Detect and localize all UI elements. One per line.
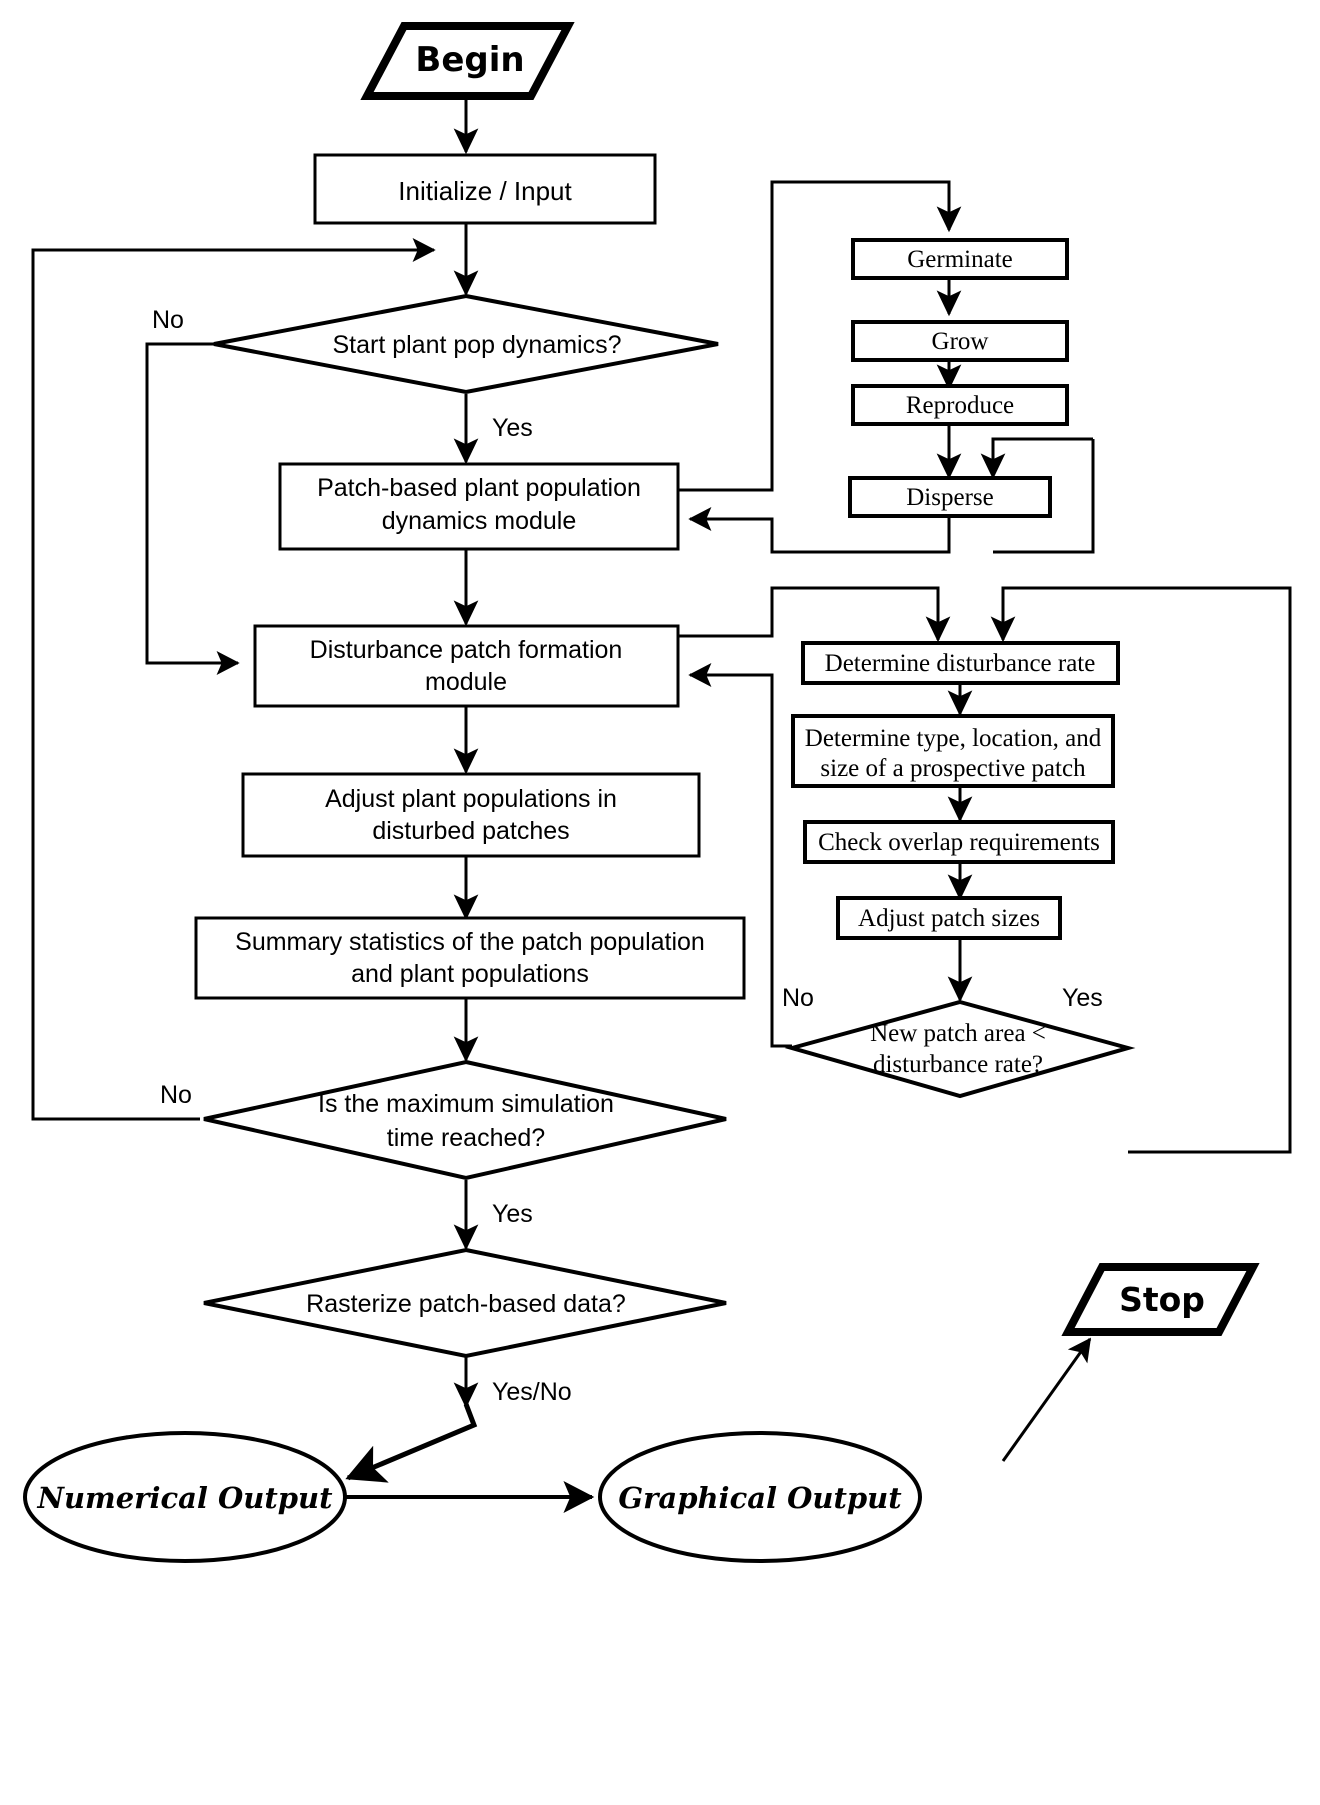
connector-patcharea-yes-loop-to-determine-rate [990, 586, 1292, 1154]
edge-label-patcharea-no: No [782, 984, 814, 1012]
connector-disperse-right-return [993, 439, 1095, 554]
disturbance-module-label-line2: module [425, 668, 507, 696]
grow-box [851, 320, 1069, 362]
adjust-populations-box [241, 772, 701, 858]
disperse-label: Disperse [906, 484, 993, 511]
process-determine-disturbance-rate[interactable]: Determine disturbance rate [801, 641, 1120, 685]
process-germinate[interactable]: Germinate [851, 238, 1069, 280]
process-determine-patch-attributes[interactable]: Determine type, location, and size of a … [791, 714, 1115, 788]
process-grow[interactable]: Grow [851, 320, 1069, 362]
reproduce-box [851, 384, 1069, 426]
edge-label-rasterize-yesno: Yes/No [492, 1378, 572, 1406]
determine-patch-label-line2: size of a prospective patch [820, 755, 1086, 782]
process-check-overlap[interactable]: Check overlap requirements [803, 820, 1115, 864]
decision-rasterize[interactable]: Rasterize patch-based data? [203, 1247, 727, 1359]
process-disperse[interactable]: Disperse [848, 476, 1052, 518]
numerical-output-ellipse [23, 1431, 347, 1563]
determine-rate-label: Determine disturbance rate [825, 650, 1096, 677]
check-overlap-label: Check overlap requirements [818, 829, 1100, 856]
initialize-label: Initialize / Input [398, 176, 572, 206]
connector-rasterize-to-numerical-output [345, 1403, 478, 1483]
patcharea-label-line2: disturbance rate? [873, 1051, 1043, 1078]
initialize-box [313, 153, 657, 225]
adjust-populations-label-line2: disturbed patches [372, 817, 569, 845]
adjust-patch-sizes-label: Adjust patch sizes [858, 905, 1040, 932]
summary-statistics-box [194, 916, 746, 1000]
connector-patcharea-no-to-disturbance-module [688, 663, 792, 1048]
terminator-stop[interactable]: Stop [1061, 1263, 1260, 1336]
maxtime-decision-diamond [203, 1059, 727, 1181]
process-plant-population-module[interactable]: Patch-based plant population dynamics mo… [278, 462, 680, 551]
decision-new-patch-area[interactable]: New patch area < disturbance rate? [784, 999, 1136, 1099]
graphical-output-label: Graphical Output [618, 1481, 902, 1515]
disturbance-module-box [253, 624, 680, 708]
terminator-begin[interactable]: Begin [360, 22, 575, 100]
stop-label: Stop [1119, 1280, 1205, 1319]
rasterize-label: Rasterize patch-based data? [306, 1290, 626, 1318]
process-adjust-plant-populations[interactable]: Adjust plant populations in disturbed pa… [241, 772, 701, 858]
determine-rate-box [801, 641, 1120, 685]
connector-plant-module-to-germinate [678, 180, 962, 492]
grow-label: Grow [932, 328, 989, 355]
summary-label-line1: Summary statistics of the patch populati… [235, 928, 705, 956]
disturbance-module-label-line1: Disturbance patch formation [310, 636, 623, 664]
determine-patch-label-line1: Determine type, location, and [805, 725, 1102, 752]
process-summary-statistics[interactable]: Summary statistics of the patch populati… [194, 916, 746, 1000]
connector-disperse-side-entry [980, 437, 1093, 480]
maxtime-label-line2: time reached? [387, 1124, 545, 1152]
begin-parallelogram [360, 22, 575, 100]
edge-label-maxtime-yes: Yes [492, 1200, 533, 1228]
determine-patch-box [791, 714, 1115, 788]
adjust-populations-label-line1: Adjust plant populations in [325, 785, 617, 813]
patcharea-decision-diamond [784, 999, 1136, 1099]
numerical-output-label: Numerical Output [36, 1481, 333, 1515]
connector-disturbance-module-to-determine-rate [678, 586, 951, 643]
germinate-label: Germinate [907, 246, 1013, 273]
begin-label: Begin [415, 40, 524, 80]
check-overlap-box [803, 820, 1115, 864]
connector-start-no-to-disturbance-module [145, 342, 240, 675]
decision-max-simulation-time[interactable]: Is the maximum simulation time reached? [203, 1059, 727, 1181]
decision-start-plant-pop-dynamics[interactable]: Start plant pop dynamics? [213, 293, 719, 395]
plant-module-box [278, 462, 680, 551]
stop-parallelogram [1061, 1263, 1260, 1336]
connector-graphical-to-stop [1001, 1337, 1092, 1462]
connector-maxtime-no-loop-to-start-decision [31, 238, 436, 1121]
edge-label-start-yes: Yes [492, 414, 533, 442]
start-decision-label: Start plant pop dynamics? [332, 331, 621, 359]
reproduce-label: Reproduce [906, 392, 1014, 419]
plant-module-label-line1: Patch-based plant population [317, 474, 641, 502]
process-adjust-patch-sizes[interactable]: Adjust patch sizes [836, 896, 1062, 940]
plant-module-label-line2: dynamics module [382, 507, 577, 535]
output-numerical[interactable]: Numerical Output [23, 1431, 347, 1563]
germinate-box [851, 238, 1069, 280]
connector-disperse-back-to-plant-module [688, 507, 951, 554]
edge-label-start-no: No [152, 306, 184, 334]
summary-label-line2: and plant populations [351, 960, 589, 988]
edge-label-patcharea-yes: Yes [1062, 984, 1103, 1012]
process-disturbance-module[interactable]: Disturbance patch formation module [253, 624, 680, 708]
graphical-output-ellipse [598, 1431, 922, 1563]
process-reproduce[interactable]: Reproduce [851, 384, 1069, 426]
disperse-box [848, 476, 1052, 518]
edge-label-maxtime-no: No [160, 1081, 192, 1109]
start-decision-diamond [213, 293, 719, 395]
rasterize-decision-diamond [203, 1247, 727, 1359]
adjust-patch-sizes-box [836, 896, 1062, 940]
output-graphical[interactable]: Graphical Output [598, 1431, 922, 1563]
maxtime-label-line1: Is the maximum simulation [318, 1090, 614, 1118]
patcharea-label-line1: New patch area < [870, 1020, 1046, 1047]
process-initialize[interactable]: Initialize / Input [313, 153, 657, 225]
